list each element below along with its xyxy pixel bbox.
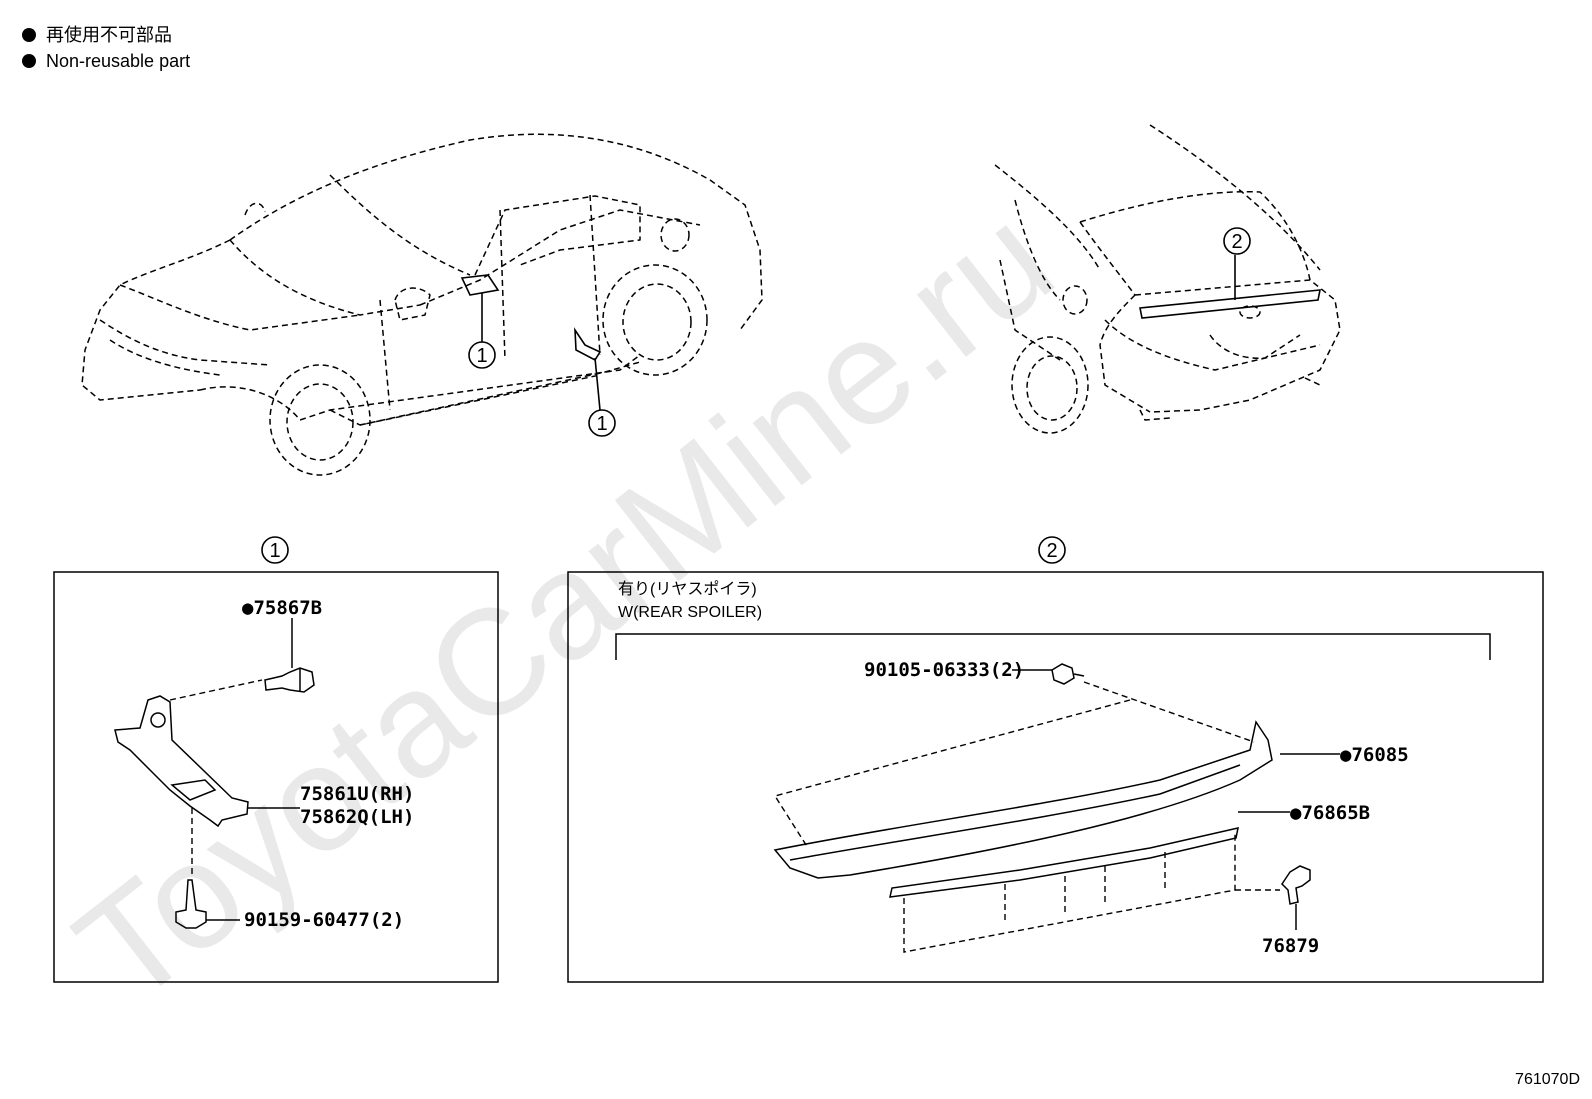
watermark: ToyotaCarMine.ru bbox=[46, 174, 1082, 1035]
spoiler-marker bbox=[1139, 289, 1321, 319]
condition-en: W(REAR SPOILER) bbox=[618, 604, 762, 621]
detail-box-2 bbox=[567, 571, 1544, 983]
box2-drawing bbox=[773, 663, 1340, 930]
label-75862q: 75862Q(LH) bbox=[300, 806, 414, 828]
legend-text-jp: 再使用不可部品 bbox=[46, 25, 172, 45]
label-76865b: ●76865B bbox=[1290, 802, 1370, 824]
label-90159: 90159-60477(2) bbox=[244, 909, 404, 931]
svg-text:1: 1 bbox=[269, 540, 280, 562]
label-76085: ●76085 bbox=[1340, 744, 1409, 766]
label-90105: 90105-06333(2) bbox=[864, 659, 1024, 681]
label-76879: 76879 bbox=[1262, 935, 1319, 957]
svg-text:1: 1 bbox=[476, 345, 487, 367]
box1-drawing bbox=[114, 618, 315, 929]
legend: 再使用不可部品 Non-reusable part bbox=[22, 22, 190, 74]
section-header-1: 1 bbox=[261, 536, 289, 564]
bolt-90105-part bbox=[1051, 663, 1075, 685]
legend-row-jp: 再使用不可部品 bbox=[22, 22, 190, 48]
car-front-illustration bbox=[81, 133, 763, 476]
label-75861u: 75861U(RH) bbox=[300, 783, 414, 805]
svg-text:2: 2 bbox=[1046, 540, 1057, 562]
clip-75867b-part bbox=[264, 667, 315, 693]
section-header-2: 2 bbox=[1038, 536, 1066, 564]
svg-text:2: 2 bbox=[1231, 231, 1242, 253]
strip-76865b-part bbox=[889, 827, 1239, 898]
callout-2-rear: 2 bbox=[1223, 227, 1251, 255]
diagram-code: 761070D bbox=[1515, 1071, 1580, 1088]
clip-76879-part bbox=[1281, 865, 1311, 905]
legend-text-en: Non-reusable part bbox=[46, 51, 191, 71]
legend-row-en: Non-reusable part bbox=[22, 48, 190, 74]
svg-text:1: 1 bbox=[596, 413, 607, 435]
callout-1-lower: 1 bbox=[588, 409, 616, 437]
bullet-dot-icon bbox=[22, 28, 36, 42]
spoiler-76085-part bbox=[773, 720, 1273, 879]
detail-box-1 bbox=[53, 571, 499, 983]
condition-bracket bbox=[615, 633, 1491, 660]
bracket-lower-marker bbox=[574, 327, 602, 362]
screw-90159-part bbox=[175, 879, 207, 929]
bracket-part bbox=[114, 695, 249, 828]
bracket-upper-marker bbox=[460, 274, 500, 296]
label-75867b: ●75867B bbox=[242, 597, 322, 619]
callout-1-upper: 1 bbox=[468, 341, 496, 369]
condition-jp: 有り(リヤスポイラ) bbox=[618, 580, 757, 598]
bullet-dot-icon bbox=[22, 54, 36, 68]
car-rear-illustration bbox=[994, 124, 1341, 434]
